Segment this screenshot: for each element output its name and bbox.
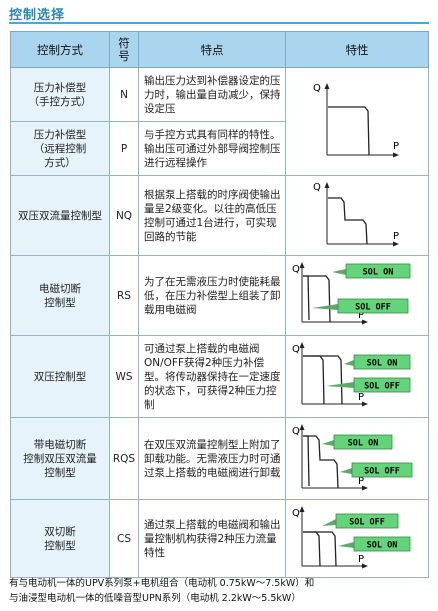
- pressure-comp-graph: Q P: [313, 82, 399, 157]
- table-header-row: 控制方式 符号 特点 特性: [10, 31, 429, 68]
- sol-on-label: SOL ON: [367, 358, 398, 368]
- dual-pressure-flow-graph: Q P: [313, 181, 399, 246]
- table-row: 双切断控制型 CS 通过泵上搭载的电磁阀和输出量控制机构获得2种压力流量特性 Q…: [10, 499, 429, 578]
- method-feature: 与手控方式具有同样的特性。输出压可通过外部导阀控制压进行远程操作: [138, 121, 286, 176]
- method-code: RQS: [109, 417, 139, 500]
- sol-on-callout: SOL ON: [332, 263, 411, 278]
- method-feature: 根据泵上搭载的时序阀使输出量呈2级变化。以往的高低压控制可通过1台进行，可实现回…: [138, 175, 286, 256]
- footer-line: 有与电动机一体的UPV系列泵+电机组合（电动机 0.75kW〜7.5kW）和: [9, 578, 315, 589]
- axis-p-label: P: [393, 231, 399, 242]
- method-feature: 通过泵上搭载的电磁阀和输出量控制机构获得2种压力流量特性: [138, 499, 286, 578]
- axis-q-label: Q: [292, 426, 300, 437]
- method-feature: 为了在无需液压力时使能耗最低，在压力补偿型上组装了卸载用电磁阀: [138, 255, 286, 336]
- sol-on-callout: SOL ON: [338, 536, 411, 551]
- axis-p-label: P: [358, 554, 364, 565]
- sol-off-callout: SOL OFF: [312, 298, 409, 313]
- sol-on-label: SOL ON: [348, 438, 379, 448]
- axis-q-label: Q: [292, 264, 300, 275]
- sol-on-callout: SOL ON: [322, 434, 393, 449]
- footer-note: 有与电动机一体的UPV系列泵+电机组合（电动机 0.75kW〜7.5kW）和 与…: [9, 576, 434, 606]
- sol-on-callout: SOL ON: [344, 354, 411, 369]
- axis-q-label: Q: [292, 508, 300, 519]
- sol-off-label: SOL OFF: [355, 302, 391, 312]
- section-title: 控制选择: [9, 8, 66, 23]
- table-row: 电磁切断控制型 RS 为了在无需液压力时使能耗最低，在压力补偿型上组装了卸载用电…: [10, 255, 429, 336]
- method-code: NQ: [109, 175, 139, 256]
- solenoid-dual-flow-graph: Q P SOL ON SOL OFF: [292, 423, 413, 490]
- title-underline: [9, 22, 429, 24]
- sol-off-callout: SOL OFF: [340, 462, 413, 477]
- control-selection-table: 控制方式 符号 特点 特性 压力补偿型（手控方式） N 输出压力达到补偿器设定的…: [10, 31, 429, 578]
- method-name: 双切断控制型: [10, 499, 110, 578]
- sol-off-label: SOL OFF: [364, 466, 400, 476]
- method-name: 双压控制型: [10, 335, 110, 418]
- header-symbol: 符号: [109, 31, 139, 68]
- header-symbol-label: 符号: [118, 35, 130, 63]
- footer-line: 与油浸型电动机一体的低噪音型UPN系列（电动机 2.2kW〜5.5kW）: [9, 593, 301, 604]
- method-name: 电磁切断控制型: [10, 255, 110, 336]
- dual-cutoff-graph: Q P SOL OFF SOL ON: [292, 505, 411, 568]
- characteristic-graph-rs: Q P SOL ON SOL OFF: [285, 255, 429, 336]
- table-row: 双压双流量控制型 NQ 根据泵上搭载的时序阀使输出量呈2级变化。以往的高低压控制…: [10, 175, 429, 256]
- method-feature: 输出压力达到补偿器设定的压力时，输出量自动减少，保持设定压: [138, 67, 286, 122]
- axis-p-label: P: [393, 141, 399, 152]
- sol-off-label: SOL OFF: [364, 381, 400, 391]
- method-code: N: [109, 67, 139, 122]
- axis-q-label: Q: [313, 83, 321, 94]
- sol-on-label: SOL ON: [363, 267, 394, 277]
- method-name: 压力补偿型（远程控制方式）: [10, 121, 110, 176]
- solenoid-cutoff-graph: Q P SOL ON SOL OFF: [292, 261, 411, 324]
- method-feature: 可通过泵上搭载的电磁阀ON/OFF获得2种压力补偿型。将传动器保持在一定速度的状…: [138, 335, 286, 418]
- characteristic-graph-ws: Q P SOL ON SOL OFF: [285, 335, 429, 418]
- method-code: CS: [109, 499, 139, 578]
- header-character: 特性: [285, 31, 429, 68]
- method-name: 双压双流量控制型: [10, 175, 110, 256]
- axis-q-label: Q: [313, 182, 321, 193]
- axis-p-label: P: [358, 476, 364, 487]
- table-row: 压力补偿型（手控方式） N 输出压力达到补偿器设定的压力时，输出量自动减少，保持…: [10, 67, 429, 176]
- sol-on-label: SOL ON: [367, 540, 398, 550]
- axis-p-label: P: [358, 310, 364, 321]
- characteristic-graph-n-p: Q P: [285, 67, 429, 176]
- table-row: 压力补偿型（远程控制方式） P 与手控方式具有同样的特性。输出压可通过外部导阀控…: [10, 121, 429, 176]
- method-code: RS: [109, 255, 139, 336]
- characteristic-graph-nq: Q P: [285, 175, 429, 256]
- sol-off-callout: SOL OFF: [322, 513, 399, 528]
- sol-off-label: SOL OFF: [349, 517, 385, 527]
- characteristic-graph-rqs: Q P SOL ON SOL OFF: [285, 417, 429, 500]
- characteristic-graph-cs: Q P SOL OFF SOL ON: [285, 499, 429, 578]
- header-method: 控制方式: [10, 31, 110, 68]
- method-name: 压力补偿型（手控方式）: [10, 67, 110, 122]
- method-code: WS: [109, 335, 139, 418]
- method-feature: 在双压双流量控制型上附加了卸载功能。无需液压力时可通过泵上搭载的电磁阀进行卸载: [138, 417, 286, 500]
- method-code: P: [109, 121, 139, 176]
- dual-pressure-graph: Q P SOL ON SOL OFF: [292, 341, 411, 406]
- axis-p-label: P: [358, 392, 364, 403]
- axis-q-label: Q: [292, 344, 300, 355]
- method-name: 带电磁切断控制双压双流量控制型: [10, 417, 110, 500]
- table-row: 带电磁切断控制双压双流量控制型 RQS 在双压双流量控制型上附加了卸载功能。无需…: [10, 417, 429, 500]
- sol-off-callout: SOL OFF: [326, 377, 411, 392]
- table-row: 双压控制型 WS 可通过泵上搭载的电磁阀ON/OFF获得2种压力补偿型。将传动器…: [10, 335, 429, 418]
- header-feature: 特点: [138, 31, 286, 68]
